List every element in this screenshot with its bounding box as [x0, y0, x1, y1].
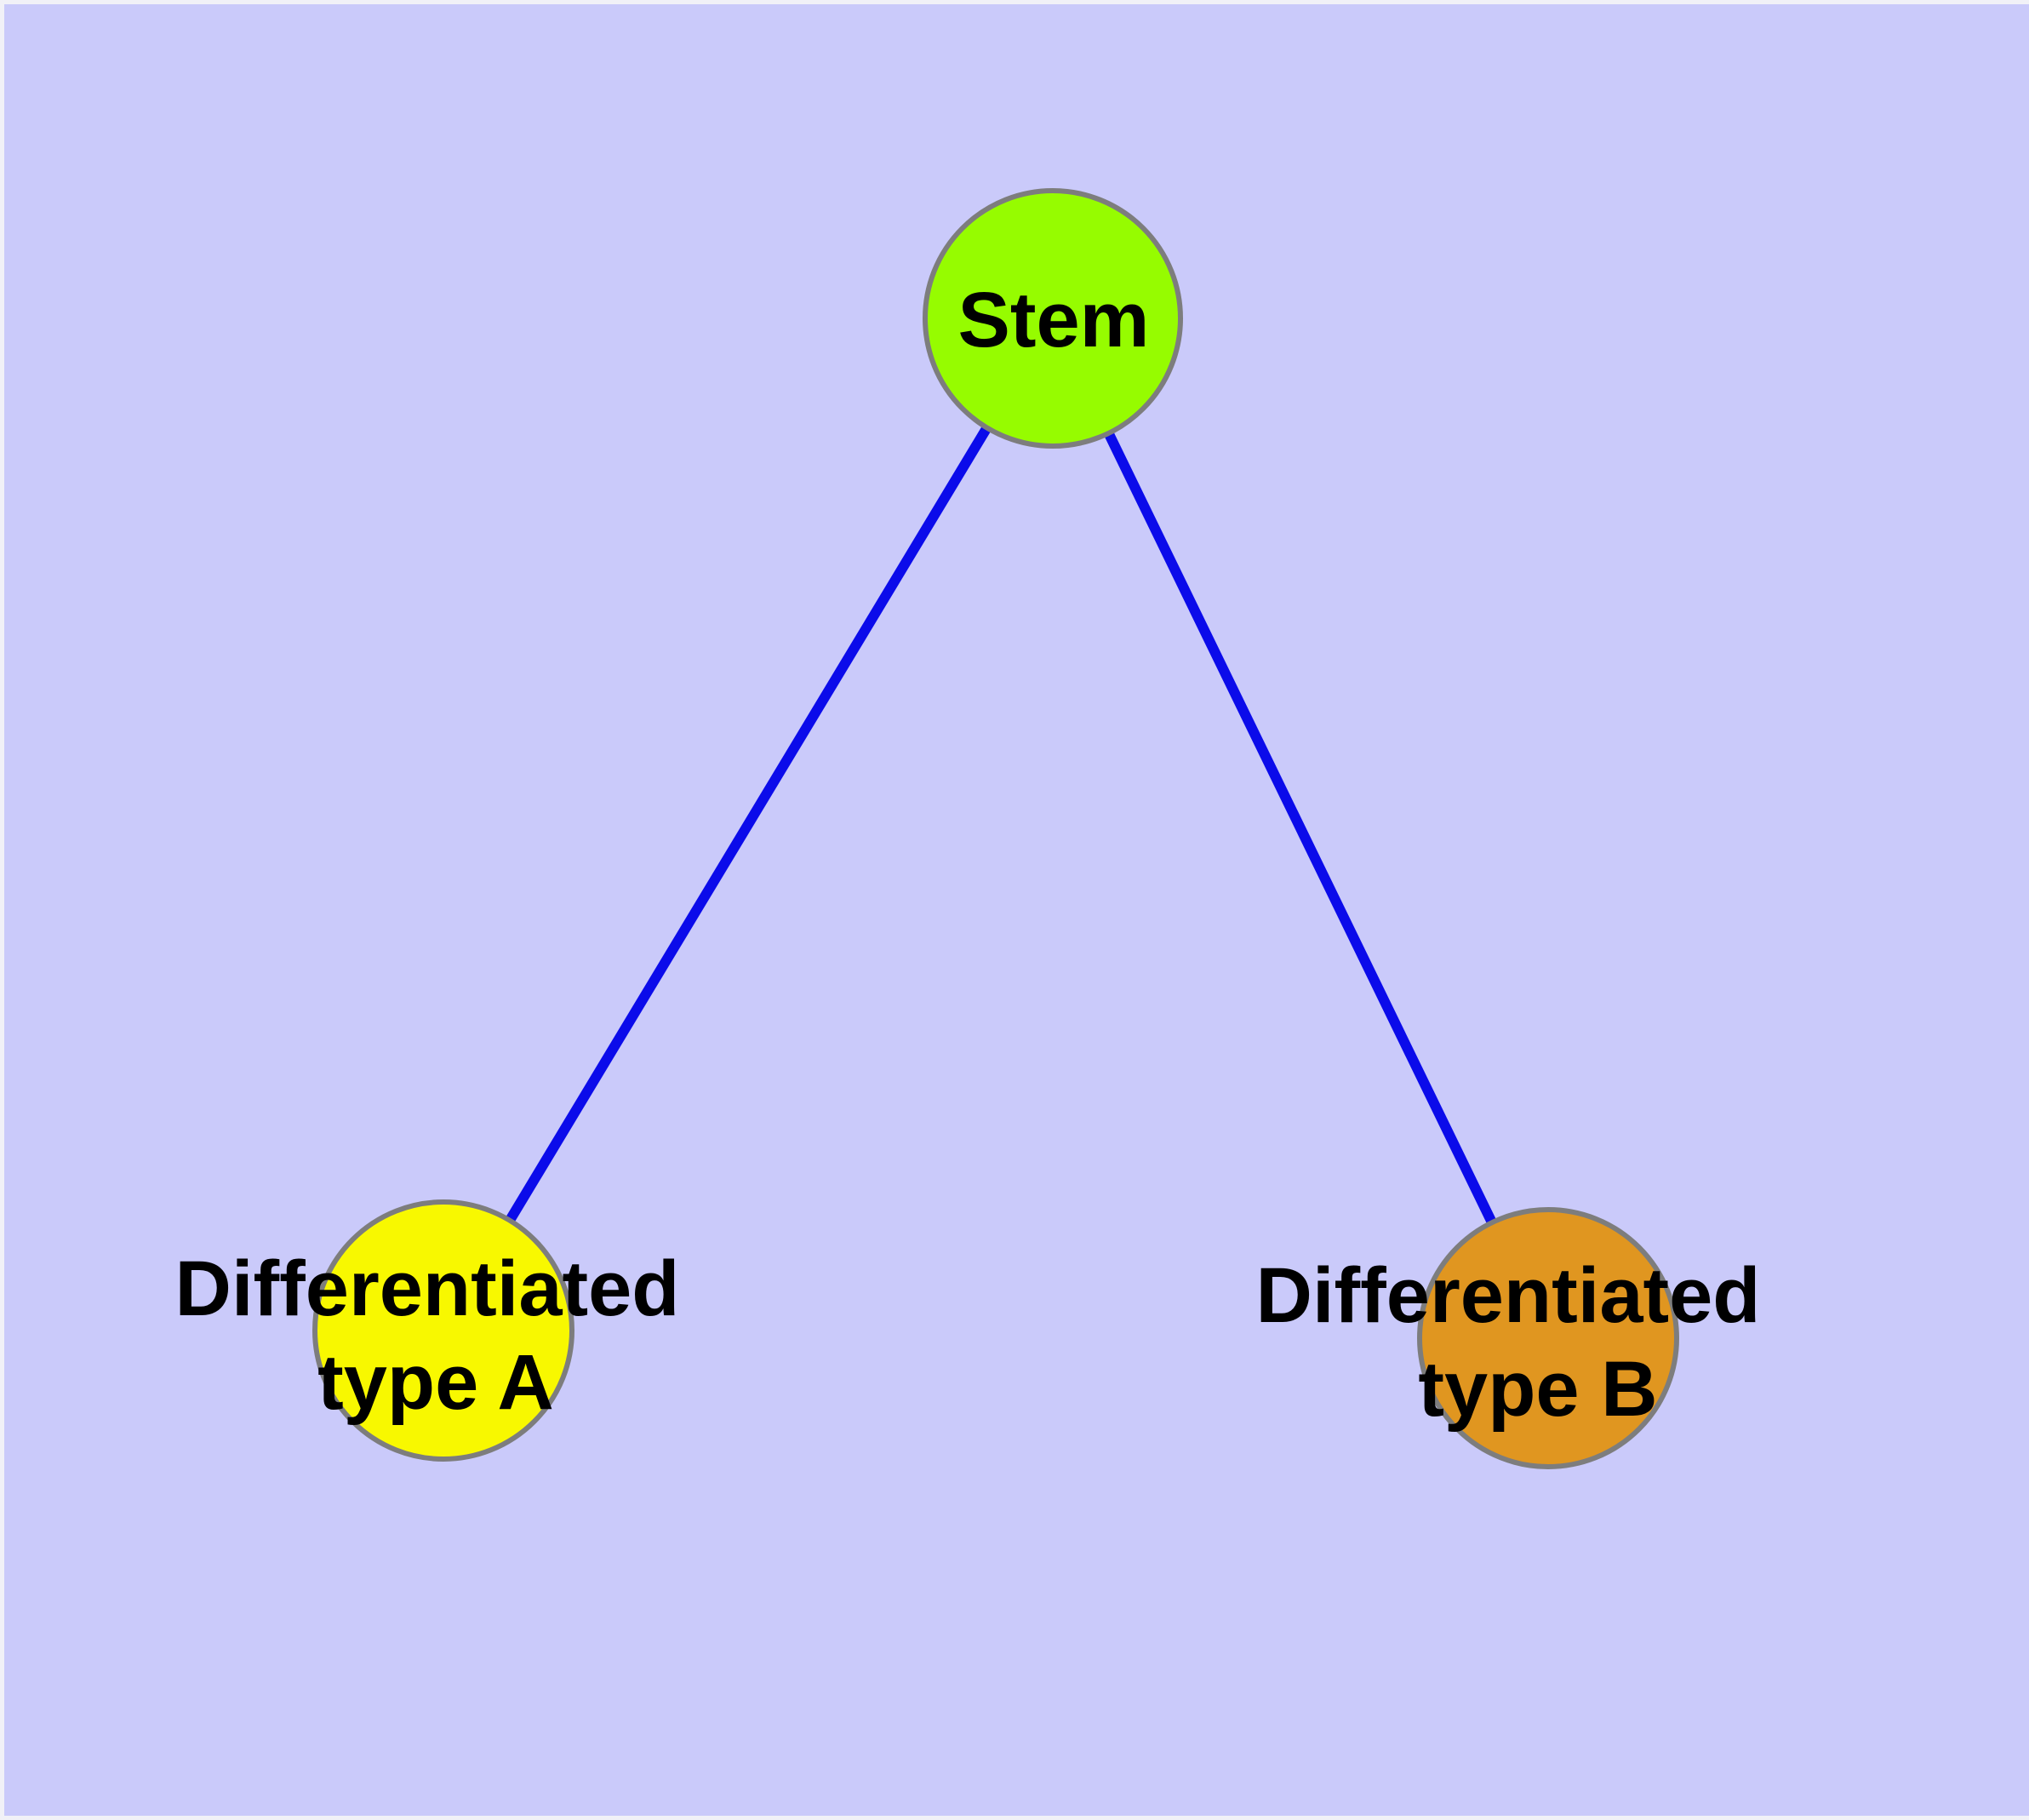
edge-stem-to-type-a [438, 315, 1058, 1334]
node-type-a-label-line1: Differentiated [175, 1245, 680, 1332]
node-type-a [312, 1199, 574, 1462]
node-type-b [1417, 1207, 1679, 1469]
node-type-b-label-line1: Differentiated [1256, 1252, 1761, 1339]
edge-layer [438, 315, 1553, 1341]
edge-stem-to-type-b [1048, 316, 1553, 1341]
label-layer: Stem Differentiated type A Differentiate… [175, 277, 1761, 1433]
node-layer [312, 188, 1679, 1469]
node-type-b-label-line2: type B [1418, 1346, 1657, 1433]
node-stem-label: Stem [958, 277, 1150, 363]
node-stem [923, 188, 1183, 449]
node-type-a-label-line2: type A [317, 1339, 554, 1426]
